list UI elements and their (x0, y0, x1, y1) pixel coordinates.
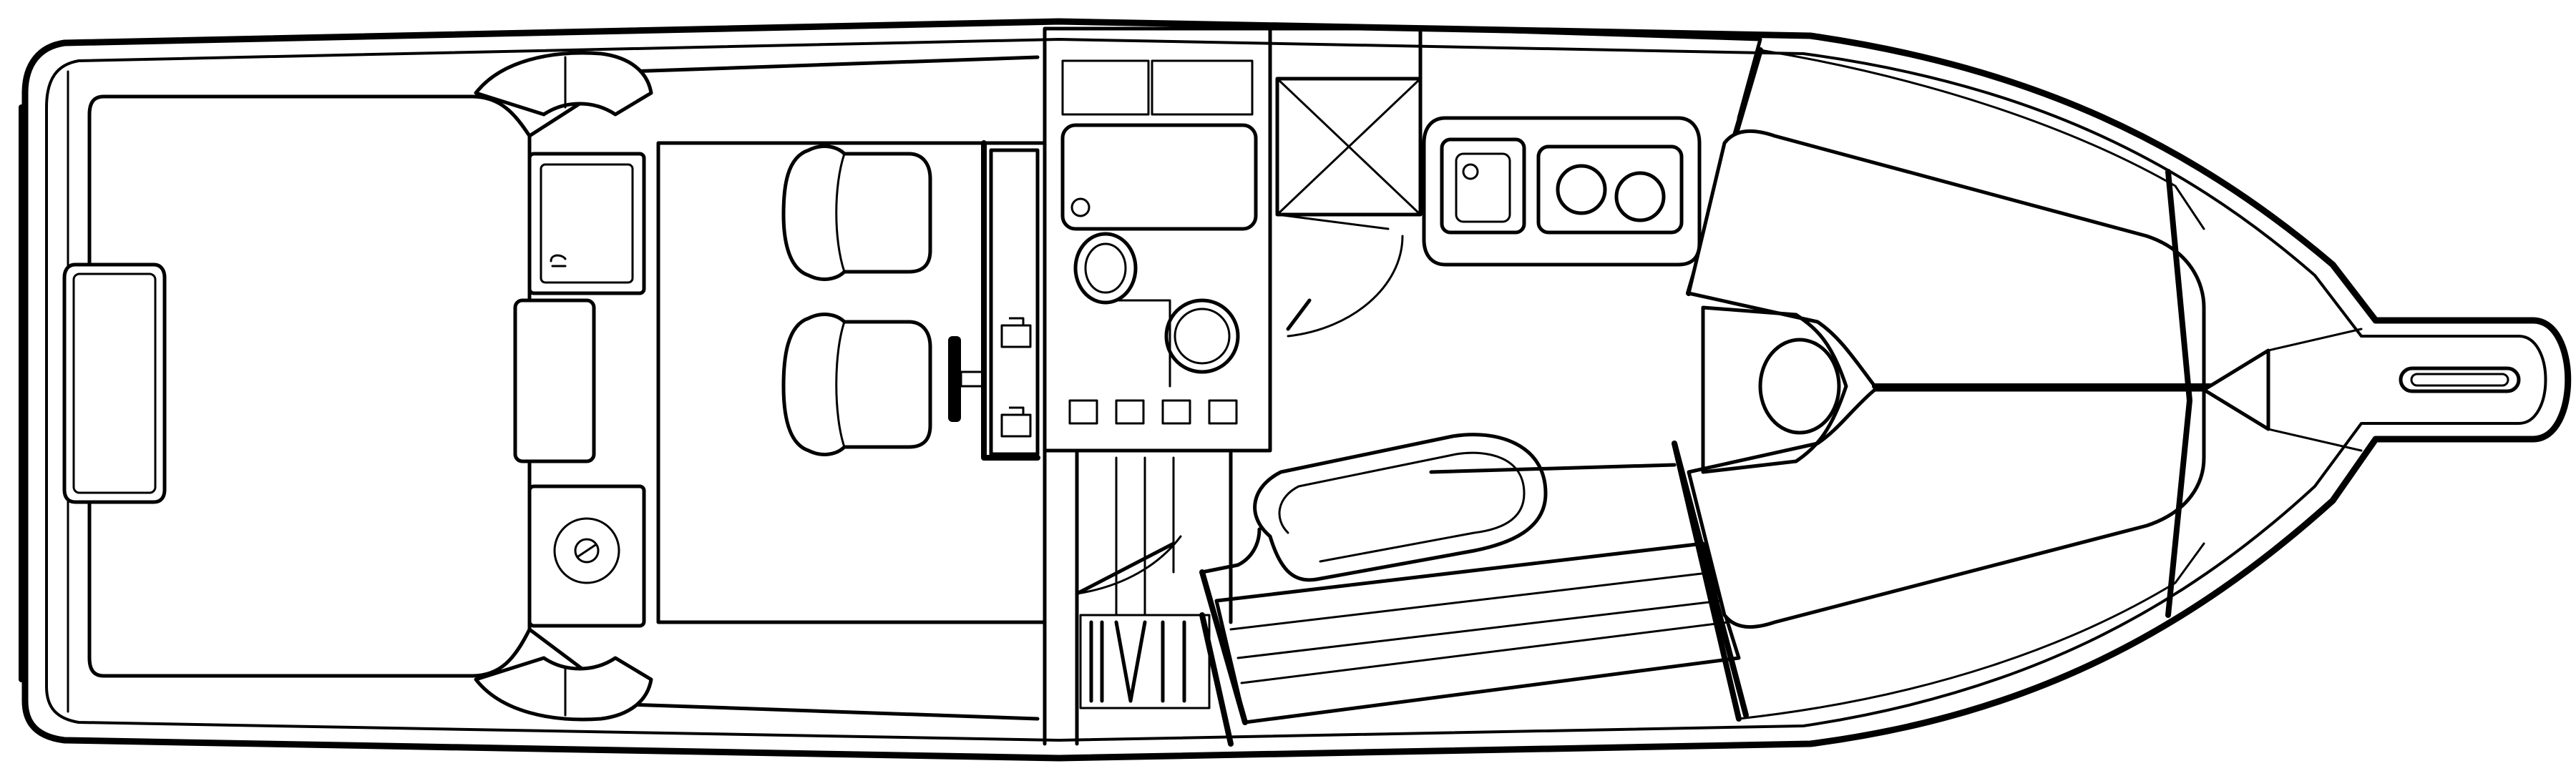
helm-console-panel (989, 148, 1040, 456)
hull-outline (21, 18, 2572, 762)
stove-top (1536, 144, 1684, 235)
transom-hatch (62, 262, 167, 504)
gauge-1-icon (1068, 399, 1098, 425)
galley-sink-icon (1440, 137, 1526, 235)
side-bench (513, 298, 596, 463)
shower-stall (1060, 123, 1258, 231)
floor-vent-slat-2 (1114, 620, 1147, 703)
anchor-locker-divider (2165, 169, 2192, 618)
head-vanity-top-left (1061, 59, 1150, 116)
floor-vent-slat-3 (1161, 620, 1186, 703)
settee-outline (1200, 527, 1262, 574)
corner-seat-top (474, 51, 653, 117)
helm (781, 140, 1040, 461)
helm-chair-bottom-seatline (835, 320, 846, 448)
cockpit (62, 51, 1047, 722)
entry-door (1043, 448, 1234, 747)
gauge-4-icon (1208, 399, 1238, 425)
entry-door-swing-arc (1075, 535, 1182, 595)
port-locker-inner (540, 163, 634, 284)
settee-seat-line-3 (1240, 621, 1729, 684)
v-berth-filler-area (1701, 305, 1848, 474)
head-door-line (1115, 299, 1171, 388)
helm-chair-bottom (781, 313, 932, 456)
salon (1199, 433, 1749, 725)
helm-console (981, 140, 1040, 461)
galley-faucet-icon (1462, 163, 1479, 180)
floor-vent-slat-1 (1089, 620, 1104, 703)
deck-fill-mark (577, 544, 597, 558)
dinette-cushion-inner (1278, 451, 1526, 563)
entry-door-leaf (1075, 541, 1176, 596)
shower-drain-icon (1070, 197, 1091, 217)
bulkhead-top-right (1268, 26, 1423, 81)
v-berth-upper-cushion (1687, 129, 2206, 388)
bulkhead-frame (1043, 26, 1272, 453)
steering-column (960, 370, 984, 388)
gauge-3-icon (1161, 399, 1191, 425)
v-berth-bottom-rail (1737, 542, 2205, 720)
port-locker (527, 152, 646, 295)
bow-anchor-line (2267, 328, 2363, 452)
console-switch-lower-icon (1000, 406, 1032, 438)
bow-cleat-inner (2410, 373, 2509, 387)
head-compartment (1043, 26, 1272, 453)
transom-hatch-inner (72, 272, 157, 494)
steering-wheel-icon (948, 336, 961, 422)
settee-end-bulkhead (1199, 569, 1248, 725)
bow-pulpit (2399, 366, 2521, 393)
bow-cleat-icon (2399, 366, 2521, 393)
forward-cabin (1672, 47, 2363, 722)
gauge-2-icon (1115, 399, 1145, 425)
deck-fill-cap (574, 538, 600, 564)
companionway-step-1 (1276, 213, 1390, 230)
console-switch-upper-icon (1000, 317, 1032, 348)
deck-fill-ring (553, 517, 620, 584)
port-locker-handle (550, 254, 567, 267)
toilet-inner (1174, 308, 1231, 365)
v-berth-lower-cushion (1687, 388, 2206, 629)
toilet-icon (1164, 298, 1240, 374)
companionway-door-leaf (1286, 298, 1312, 331)
dinette-cushion (1253, 433, 1548, 582)
settee-seat-line (1229, 571, 1715, 631)
bow-deck-triangle-icon (2202, 348, 2270, 431)
helm-chair-top (781, 144, 932, 281)
starboard-locker (527, 484, 646, 628)
companionway-opening (1275, 77, 1423, 217)
stove-burner-2-icon (1614, 171, 1666, 222)
aft-deck-border (87, 94, 532, 678)
sink-basin-inner (1084, 242, 1127, 294)
forward-bulkhead-bottom (1672, 441, 1742, 722)
companionway (1268, 26, 1423, 338)
head-vanity-top-right (1151, 59, 1254, 116)
hull-inner-outline (45, 38, 2547, 742)
stove-burner-1-icon (1556, 164, 1607, 215)
helm-chair-top-seatline (835, 152, 846, 273)
salon-lower-cabinet (1429, 463, 1677, 474)
hull (19, 18, 2572, 762)
entry-door-frame (1043, 448, 1233, 746)
entry-lower-step (1199, 612, 1234, 747)
hatch-cross-b (1276, 77, 1422, 216)
entry-door-rails (1115, 456, 1175, 617)
v-berth-top-rail (1759, 49, 2205, 230)
galley-sink-inner (1455, 152, 1511, 223)
companionway-swing-arc (1287, 235, 1404, 338)
galley-bulkhead-top (1418, 26, 1762, 120)
v-berth-hatch-icon (1758, 338, 1841, 435)
settee-seat-line-2 (1236, 599, 1722, 659)
corner-seat-bottom (474, 656, 653, 722)
